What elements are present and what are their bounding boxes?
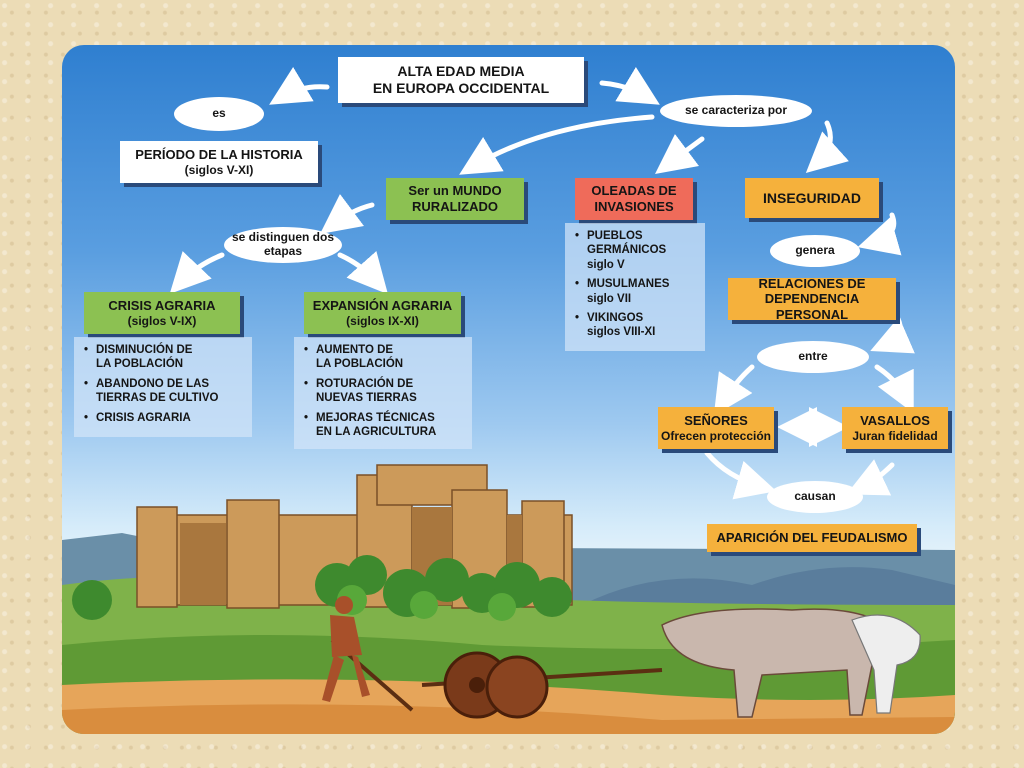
connector-entre: entre <box>757 341 869 373</box>
title-box: ALTA EDAD MEDIA EN EUROPA OCCIDENTAL <box>338 57 584 103</box>
inseguridad-box: INSEGURIDAD <box>745 178 879 218</box>
mundo-ruralizado-box: Ser un MUNDO RURALIZADO <box>386 178 524 220</box>
senores-line-1: SEÑORES <box>684 413 748 428</box>
mundo-line-2: RURALIZADO <box>412 199 498 214</box>
senores-line-2: Ofrecen protección <box>660 428 772 443</box>
oleadas-line-1: OLEADAS DE <box>591 183 677 199</box>
vasallos-line-1: VASALLOS <box>860 413 930 428</box>
list-item: AUMENTO DE LA POBLACIÓN <box>302 343 466 372</box>
mundo-line-1: Ser un MUNDO <box>408 183 502 199</box>
feudalismo-box: APARICIÓN DEL FEUDALISMO <box>707 524 917 552</box>
periodo-box: PERÍODO DE LA HISTORIA (siglos V-XI) <box>120 141 318 183</box>
senores-box: SEÑORES Ofrecen protección <box>658 407 774 449</box>
periodo-line-2: (siglos V-XI) <box>184 162 254 177</box>
list-item: ABANDONO DE LAS TIERRAS DE CULTIVO <box>82 377 246 406</box>
list-item: CRISIS AGRARIA <box>82 411 246 426</box>
concept-map-panel: ALTA EDAD MEDIA EN EUROPA OCCIDENTAL es … <box>62 45 955 734</box>
expansion-agraria-box: EXPANSIÓN AGRARIA (siglos IX-XI) <box>304 292 461 334</box>
relaciones-box: RELACIONES DE DEPENDENCIA PERSONAL <box>728 275 896 322</box>
connector-se-caracteriza: se caracteriza por <box>660 95 812 127</box>
connector-es: es <box>174 97 264 131</box>
expansion-list: AUMENTO DE LA POBLACIÓN ROTURACIÓN DE NU… <box>294 337 472 449</box>
list-item: MUSULMANES siglo VII <box>573 277 699 306</box>
diagram-arrows <box>169 66 915 500</box>
crisis-line-2: (siglos V-IX) <box>127 313 197 328</box>
connector-se-distinguen: se distinguen dos etapas <box>224 227 342 263</box>
relaciones-line-2: DEPENDENCIA PERSONAL <box>764 291 860 322</box>
vasallos-line-2: Juran fidelidad <box>852 428 938 443</box>
relaciones-line-1: RELACIONES DE <box>758 275 866 291</box>
oleadas-list: PUEBLOS GERMÁNICOS siglo V MUSULMANES si… <box>565 223 705 351</box>
list-item: VIKINGOS siglos VIII-XI <box>573 311 699 340</box>
title-line-2: EN EUROPA OCCIDENTAL <box>372 80 550 96</box>
vasallos-box: VASALLOS Juran fidelidad <box>842 407 948 449</box>
oleadas-box: OLEADAS DE INVASIONES <box>575 178 693 220</box>
crisis-list: DISMINUCIÓN DE LA POBLACIÓN ABANDONO DE … <box>74 337 252 437</box>
list-item: PUEBLOS GERMÁNICOS siglo V <box>573 229 699 272</box>
periodo-line-1: PERÍODO DE LA HISTORIA <box>135 147 303 162</box>
crisis-agraria-box: CRISIS AGRARIA (siglos V-IX) <box>84 292 240 334</box>
expansion-line-1: EXPANSIÓN AGRARIA <box>312 298 453 313</box>
oleadas-line-2: INVASIONES <box>594 199 674 214</box>
expansion-line-2: (siglos IX-XI) <box>346 313 419 328</box>
list-item: MEJORAS TÉCNICAS EN LA AGRICULTURA <box>302 411 466 440</box>
list-item: ROTURACIÓN DE NUEVAS TIERRAS <box>302 377 466 406</box>
connector-causan: causan <box>767 481 863 513</box>
list-item: DISMINUCIÓN DE LA POBLACIÓN <box>82 343 246 372</box>
crisis-line-1: CRISIS AGRARIA <box>108 298 216 313</box>
scenery-illustration <box>62 464 955 734</box>
connector-genera: genera <box>770 235 860 267</box>
title-line-1: ALTA EDAD MEDIA <box>397 63 525 80</box>
